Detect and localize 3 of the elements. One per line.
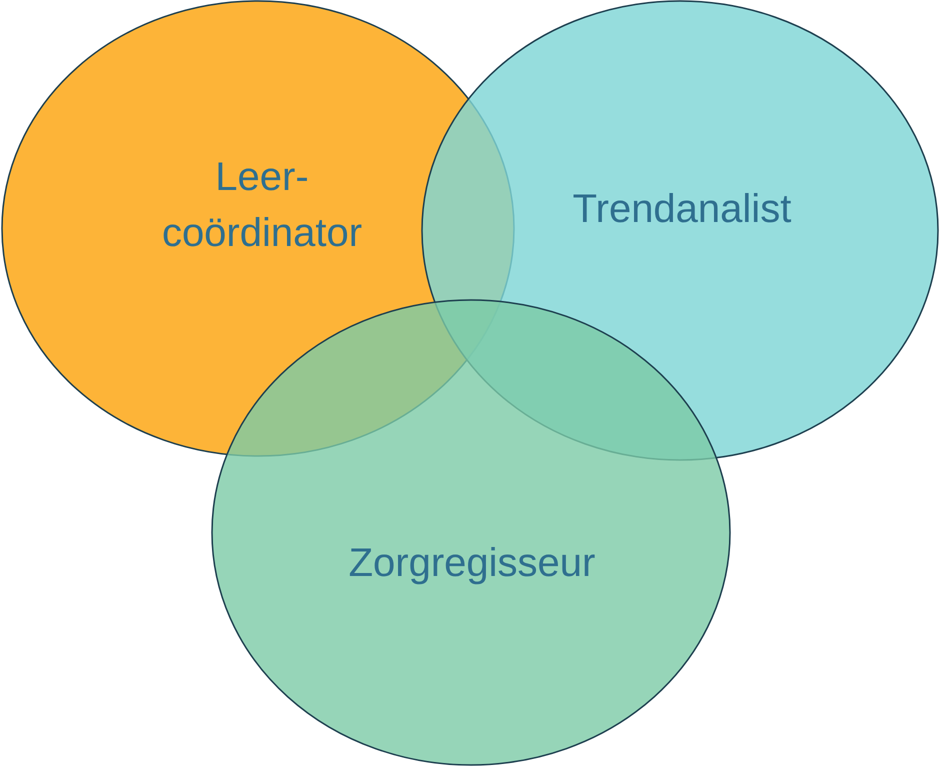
set-label: Trendanalist [572,186,792,233]
set-label: Leer- coördinator [160,154,364,257]
set-label: Zorgregisseur [348,540,596,587]
